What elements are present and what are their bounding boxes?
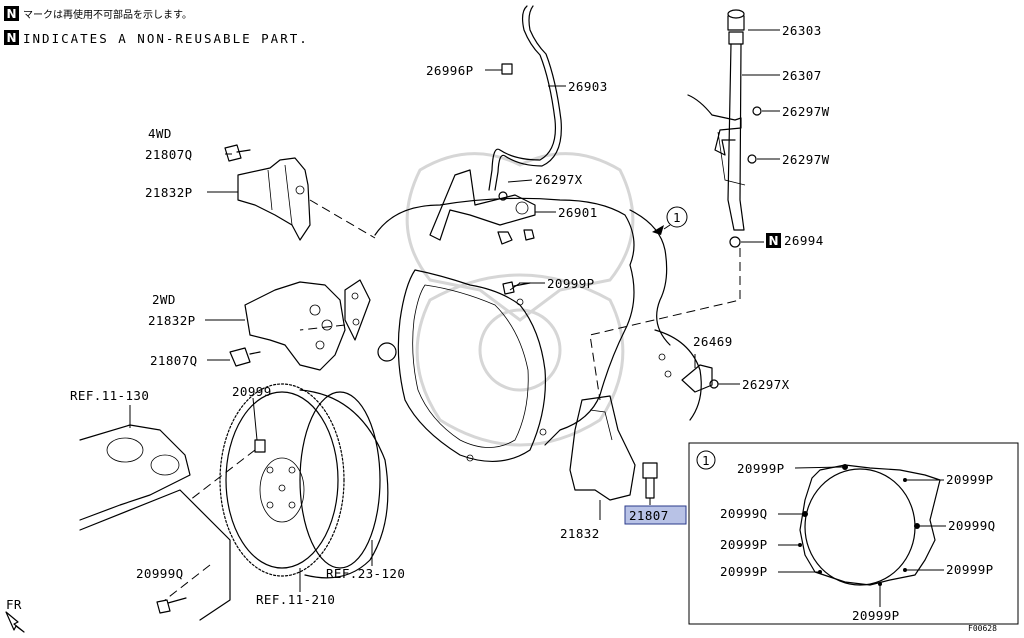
inset-callout-1: 1 bbox=[702, 453, 710, 468]
label-20999: 20999 bbox=[232, 384, 272, 399]
bolts-26297w bbox=[747, 106, 762, 164]
label-26903: 26903 bbox=[568, 79, 608, 94]
inset-label-left-2: 20999Q bbox=[720, 506, 768, 521]
inset-label-bottom: 20999P bbox=[852, 608, 900, 623]
label-4wd: 4WD bbox=[148, 126, 172, 141]
inset-label-right-1: 20999P bbox=[946, 472, 994, 487]
label-26469: 26469 bbox=[693, 334, 733, 349]
note-jp-text: マークは再使用不可部品を示します。 bbox=[23, 8, 192, 21]
mount-4wd-21832p bbox=[224, 144, 311, 241]
assembly-lines bbox=[164, 199, 741, 601]
n-marker-jp bbox=[4, 6, 19, 21]
label-21807q-a: 21807Q bbox=[145, 147, 193, 162]
engine-block-ref bbox=[79, 424, 231, 621]
label-20999p-main: 20999P bbox=[547, 276, 595, 291]
label-ref-23-120: REF.23-120 bbox=[326, 566, 405, 581]
inset-label-right-2: 20999Q bbox=[948, 518, 996, 533]
label-26901: 26901 bbox=[558, 205, 598, 220]
label-26994: 26994 bbox=[784, 233, 824, 248]
inset-view-1: 1 20999P 20999Q 20999P 20999P 20999P 209… bbox=[688, 442, 1019, 625]
breather-tube bbox=[488, 5, 562, 191]
n-marker-en bbox=[4, 30, 19, 45]
n-marker-26994 bbox=[766, 233, 781, 248]
bracket-21832 bbox=[569, 395, 658, 501]
highlight-21807 bbox=[624, 505, 687, 525]
label-21832p-b: 21832P bbox=[148, 313, 196, 328]
label-26297x-a: 26297X bbox=[535, 172, 583, 187]
oil-level-gauge-assembly bbox=[687, 9, 746, 248]
label-ref-11-210: REF.11-210 bbox=[256, 592, 335, 607]
n-marker-26994-letter: N bbox=[768, 234, 778, 248]
label-21807: 21807 bbox=[629, 508, 669, 523]
label-26996p: 26996P bbox=[426, 63, 474, 78]
note-header: N マークは再使用不可部品を示します。 N INDICATES A NON-RE… bbox=[4, 6, 309, 46]
transmission-housing bbox=[344, 197, 702, 463]
inset-label-left-1: 20999P bbox=[737, 461, 785, 476]
label-20999q: 20999Q bbox=[136, 566, 184, 581]
bracket-26901 bbox=[429, 169, 536, 245]
bolt-20999q bbox=[156, 597, 187, 614]
callout-main-1: 1 bbox=[673, 210, 681, 225]
part-labels: 26303 26307 26297W 26297W N 26994 26996P… bbox=[6, 23, 997, 633]
watermark-emblem bbox=[405, 152, 635, 447]
label-26307: 26307 bbox=[782, 68, 822, 83]
figure-code: F00628 bbox=[968, 624, 997, 633]
n-marker-en-letter: N bbox=[6, 31, 16, 45]
label-fr: FR bbox=[6, 597, 22, 612]
inset-label-left-3: 20999P bbox=[720, 537, 768, 552]
n-marker-jp-letter: N bbox=[6, 7, 16, 21]
label-26303: 26303 bbox=[782, 23, 822, 38]
inset-label-right-3: 20999P bbox=[946, 562, 994, 577]
bolt-20999p-main bbox=[502, 281, 531, 295]
inset-label-left-4: 20999P bbox=[720, 564, 768, 579]
label-26297w-b: 26297W bbox=[782, 152, 830, 167]
label-2wd: 2WD bbox=[152, 292, 176, 307]
view-arrow bbox=[652, 206, 688, 235]
label-26297x-b: 26297X bbox=[742, 377, 790, 392]
label-21832: 21832 bbox=[560, 526, 600, 541]
drive-plate bbox=[219, 383, 389, 579]
leader-lines bbox=[129, 29, 780, 592]
mount-2wd-21832p bbox=[229, 281, 346, 371]
label-21832p-a: 21832P bbox=[145, 185, 193, 200]
label-ref-11-130: REF.11-130 bbox=[70, 388, 149, 403]
label-21807q-b: 21807Q bbox=[150, 353, 198, 368]
label-26297w-a: 26297W bbox=[782, 104, 830, 119]
fr-arrow-icon bbox=[5, 611, 25, 633]
note-en-text: INDICATES A NON-REUSABLE PART. bbox=[23, 31, 309, 46]
